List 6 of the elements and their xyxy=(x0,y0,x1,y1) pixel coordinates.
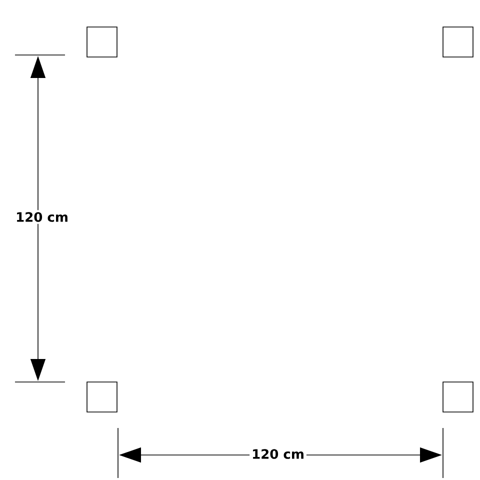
dimension-label: 120 cm xyxy=(14,210,70,224)
post-square xyxy=(86,26,118,58)
dimension-label: 120 cm xyxy=(250,447,306,461)
post-square xyxy=(442,382,474,412)
post-square xyxy=(442,26,474,58)
post-square xyxy=(86,382,118,412)
